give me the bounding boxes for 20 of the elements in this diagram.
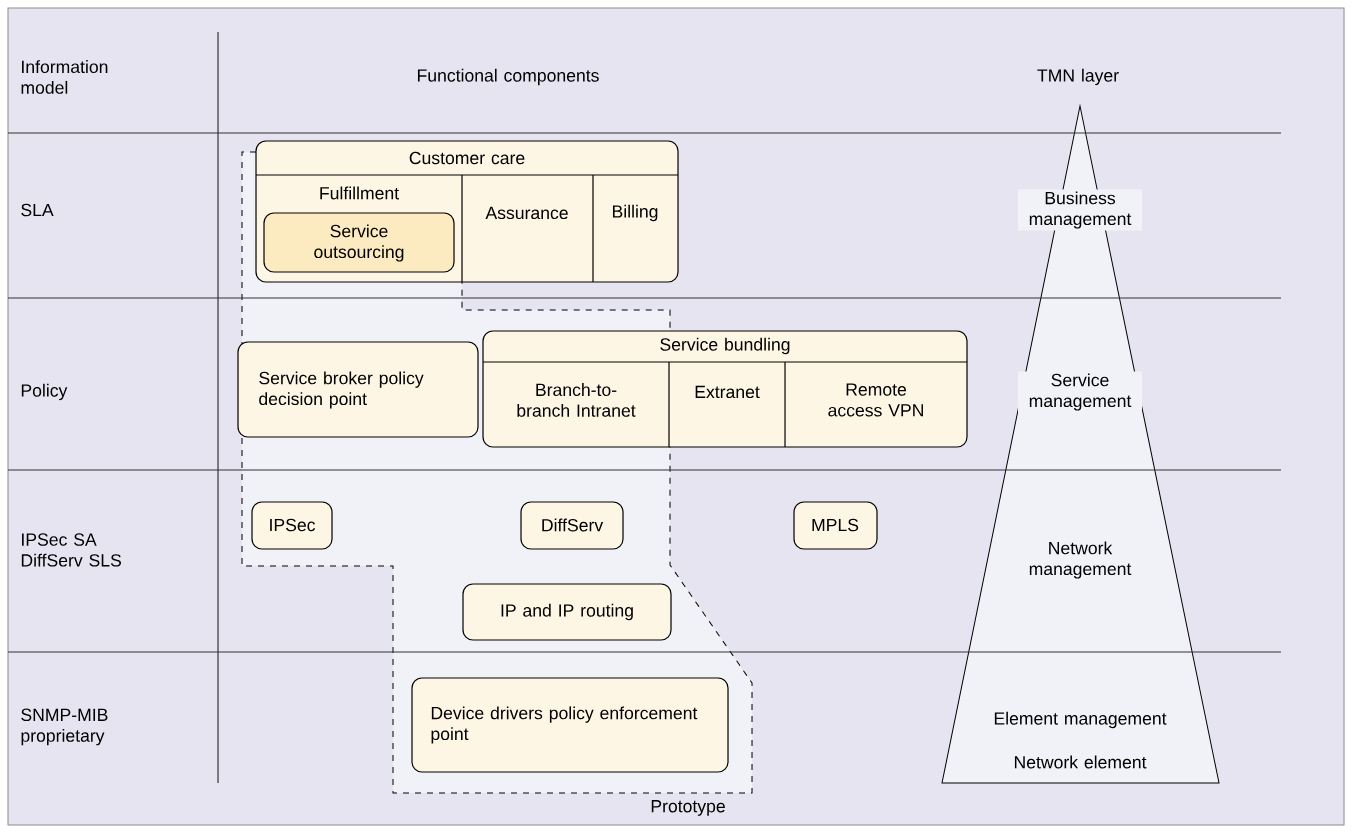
- component-box: IP and IP routing: [462, 583, 672, 641]
- component-box: IPSec: [251, 501, 333, 550]
- layer-pyramid: Business management Service management Network management Element management Network element: [941, 105, 1220, 784]
- row-label: Policy: [21, 383, 68, 401]
- component-box: Service outsourcing: [263, 212, 455, 273]
- component-cell: Billing: [592, 174, 679, 222]
- component-box: Device drivers policy enforcement point: [411, 677, 729, 773]
- component-box: MPLS: [793, 501, 878, 550]
- row-label: IPSec SA DiffServ SLS: [21, 533, 121, 567]
- row-label: SLA: [21, 203, 54, 217]
- row-label: SNMP-MIB proprietary: [21, 708, 108, 746]
- component-cell: Branch-to-branch Intranet: [482, 361, 670, 448]
- component-box: DiffServ: [520, 501, 624, 550]
- column-header: Functional components: [418, 68, 599, 86]
- node-label: Prototype: [651, 800, 725, 816]
- column-header: TMN layer: [1037, 68, 1119, 86]
- component-cell: Extranet: [668, 361, 786, 448]
- component-cell: Assurance: [461, 174, 594, 283]
- component-box: Service broker policy decision point: [237, 341, 479, 438]
- column-header: Information model: [21, 60, 108, 94]
